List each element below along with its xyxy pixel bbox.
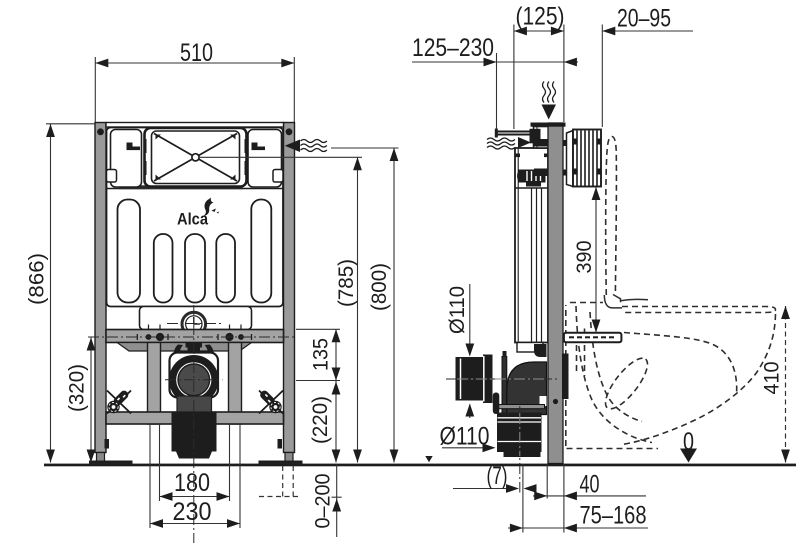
svg-text:(7): (7) [487, 462, 508, 490]
svg-text:(800): (800) [368, 263, 391, 311]
svg-text:(220): (220) [309, 396, 332, 444]
svg-text:Ø110: Ø110 [446, 286, 469, 334]
svg-text:Ø110: Ø110 [440, 423, 490, 451]
svg-text:180: 180 [174, 469, 210, 497]
svg-text:Alca: Alca [177, 210, 208, 229]
svg-text:390: 390 [573, 241, 596, 274]
svg-text:125–230: 125–230 [412, 34, 494, 62]
svg-text:410: 410 [761, 362, 784, 395]
svg-text:135: 135 [310, 338, 333, 371]
svg-text:40: 40 [580, 471, 600, 499]
svg-text:(785): (785) [335, 259, 358, 307]
svg-text:0–200: 0–200 [312, 474, 335, 529]
svg-text:(866): (866) [26, 253, 49, 305]
svg-text:(320): (320) [66, 364, 89, 412]
svg-text:20–95: 20–95 [617, 5, 671, 33]
svg-text:75–168: 75–168 [580, 502, 647, 530]
svg-text:230: 230 [173, 498, 212, 526]
svg-text:510: 510 [180, 39, 213, 67]
svg-text:(125): (125) [516, 3, 565, 31]
svg-text:0: 0 [683, 428, 694, 456]
